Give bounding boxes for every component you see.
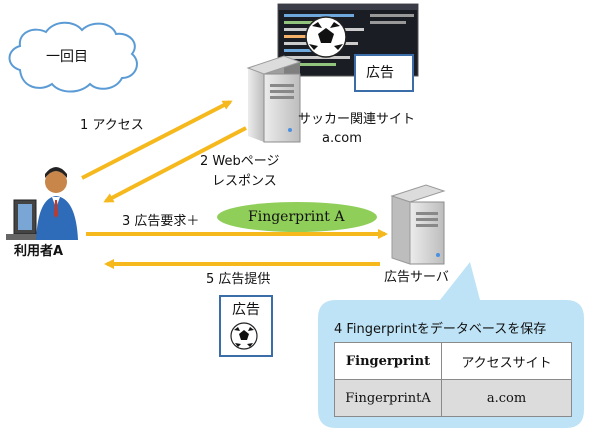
user-computer-icon	[6, 199, 46, 240]
step-ad-request-label: 3 広告要求＋	[122, 214, 200, 229]
table-header-row: Fingerprint アクセスサイト	[334, 342, 572, 380]
callout-title: 4 Fingerprintをデータベースを保存	[334, 322, 547, 337]
website-server-icon	[246, 55, 302, 143]
table-header-access-site: アクセスサイト	[441, 342, 572, 380]
soccer-ball-icon	[305, 16, 347, 58]
site-domain: a.com	[322, 131, 362, 146]
ad-box-soccer-icon	[230, 322, 258, 350]
step-response-line2: レスポンス	[212, 174, 277, 189]
fingerprint-ellipse	[217, 202, 377, 232]
site-name: サッカー関連サイト	[298, 112, 416, 127]
step-ad-provide-label: 5 広告提供	[206, 272, 271, 287]
user-person-icon	[36, 167, 78, 240]
step-access-label: 1 アクセス	[80, 118, 144, 133]
arrow-response	[103, 126, 247, 203]
arrow-access	[81, 100, 233, 180]
fingerprint-label: Fingerprint A	[248, 209, 345, 225]
website-ad-frame	[354, 54, 414, 92]
table-header-fingerprint: Fingerprint	[334, 342, 442, 380]
ad-box-label: 広告	[232, 302, 260, 318]
ad-server-icon	[390, 184, 446, 265]
step-response-line1: 2 Webページ	[200, 154, 280, 169]
fingerprint-table: Fingerprint アクセスサイト FingerprintA a.com	[334, 342, 572, 417]
user-label: 利用者A	[14, 244, 64, 259]
website-ad-label: 広告	[366, 65, 394, 81]
cloud-text: 一回目	[46, 49, 88, 65]
table-cell-fingerprint: FingerprintA	[334, 379, 442, 417]
table-cell-site: a.com	[441, 379, 572, 417]
table-row: FingerprintA a.com	[334, 379, 572, 417]
ad-server-label: 広告サーバ	[384, 270, 449, 285]
cloud-shape	[8, 21, 138, 93]
